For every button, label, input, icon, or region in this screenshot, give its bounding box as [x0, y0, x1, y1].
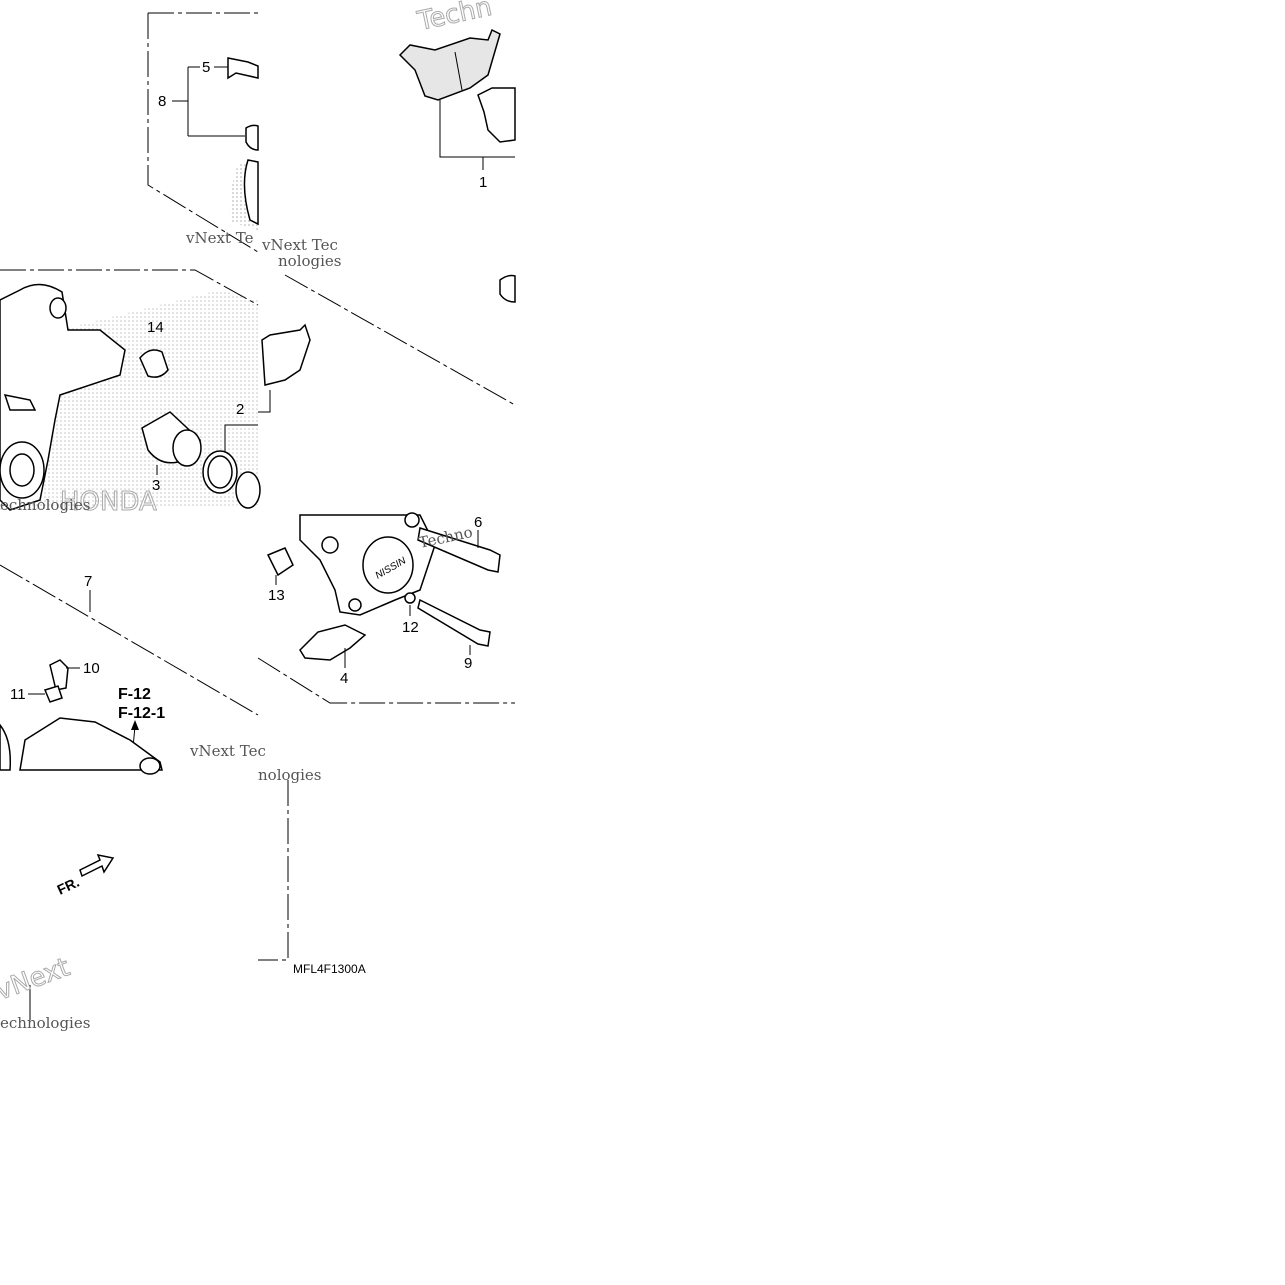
callout-3: 3 [152, 477, 160, 494]
tile-middle-left: HONDA 14 3 echnologies [0, 269, 261, 518]
callout-4: 4 [340, 670, 348, 687]
leader-2-right [258, 390, 271, 413]
watermark-vnext-3: vNext Tec [189, 742, 266, 760]
callout-6: 6 [474, 514, 482, 531]
bleeder-cap-11 [43, 685, 63, 703]
callout-10: 10 [83, 660, 100, 677]
callout-13: 13 [268, 587, 285, 604]
seal-ring-2 [235, 471, 261, 509]
tile-lower-left: 7 10 11 F-12 F-12-1 vNext Tec [0, 564, 266, 775]
callout-8: 8 [158, 93, 166, 110]
brake-pad-left-half [261, 323, 311, 386]
callout-5: 5 [202, 59, 210, 76]
brake-pad-2 [477, 87, 516, 143]
pin-6 [417, 527, 501, 573]
pin-9 [417, 598, 491, 647]
frame-middle [0, 269, 259, 306]
watermark-vnext-5: vNext [0, 952, 74, 1006]
pad-spring-4 [299, 624, 367, 661]
callout-14: 14 [147, 319, 164, 336]
fr-label: FR. [55, 874, 82, 898]
tile-top-right: Techn 1 vNext Tec nologies [261, 0, 516, 270]
frame-top [147, 12, 259, 253]
boot-part [245, 124, 259, 151]
tile-bottom-left: nologies FR. MFL4F1300A vNext echnologie… [0, 766, 366, 1032]
boot-right [499, 274, 516, 303]
bleeder-10 [49, 659, 69, 691]
callout-2: 2 [236, 401, 244, 418]
pad-spring-part [227, 57, 259, 80]
caliper-cover [362, 536, 414, 594]
washer-12 [404, 592, 416, 604]
watermark-honda: HONDA [60, 487, 157, 517]
callout-1: 1 [479, 174, 487, 191]
tile-top-left: 8 5 vNext Te [147, 12, 259, 253]
watermark-technologies: echnologies [0, 496, 90, 514]
callout-9: 9 [464, 655, 472, 672]
frame-bottom [258, 780, 289, 961]
ref-f-12-1: F-12-1 [118, 705, 165, 722]
watermark-vnext-2: vNext Tec [261, 236, 338, 254]
callout-7: 7 [84, 573, 92, 590]
ref-f-12: F-12 [118, 686, 151, 703]
watermark-vnext-1: vNext Te [185, 229, 254, 247]
watermark-nologies: nologies [278, 252, 342, 270]
brake-pad-1 [398, 28, 501, 101]
boot-13 [266, 547, 294, 577]
boot-14 [139, 349, 169, 378]
tile-middle-right: 2 [236, 274, 516, 418]
bracket-bolt [3, 394, 37, 411]
tile-lower-right: NISSIN 13 6 Techno 12 9 4 [257, 512, 515, 704]
watermark-technologies-2: echnologies [0, 1014, 90, 1032]
caliper-body-lower [19, 717, 163, 771]
watermark-vnext-4: nologies [258, 766, 322, 784]
leader-1 [439, 100, 515, 170]
callout-11: 11 [10, 686, 26, 703]
watermark-techn: Techn [414, 0, 494, 37]
diagram-code: MFL4F1300A [293, 962, 366, 976]
fr-arrow [79, 853, 115, 878]
leader-8 [172, 66, 245, 137]
callout-12: 12 [402, 619, 419, 636]
leader-2-left [224, 424, 258, 452]
